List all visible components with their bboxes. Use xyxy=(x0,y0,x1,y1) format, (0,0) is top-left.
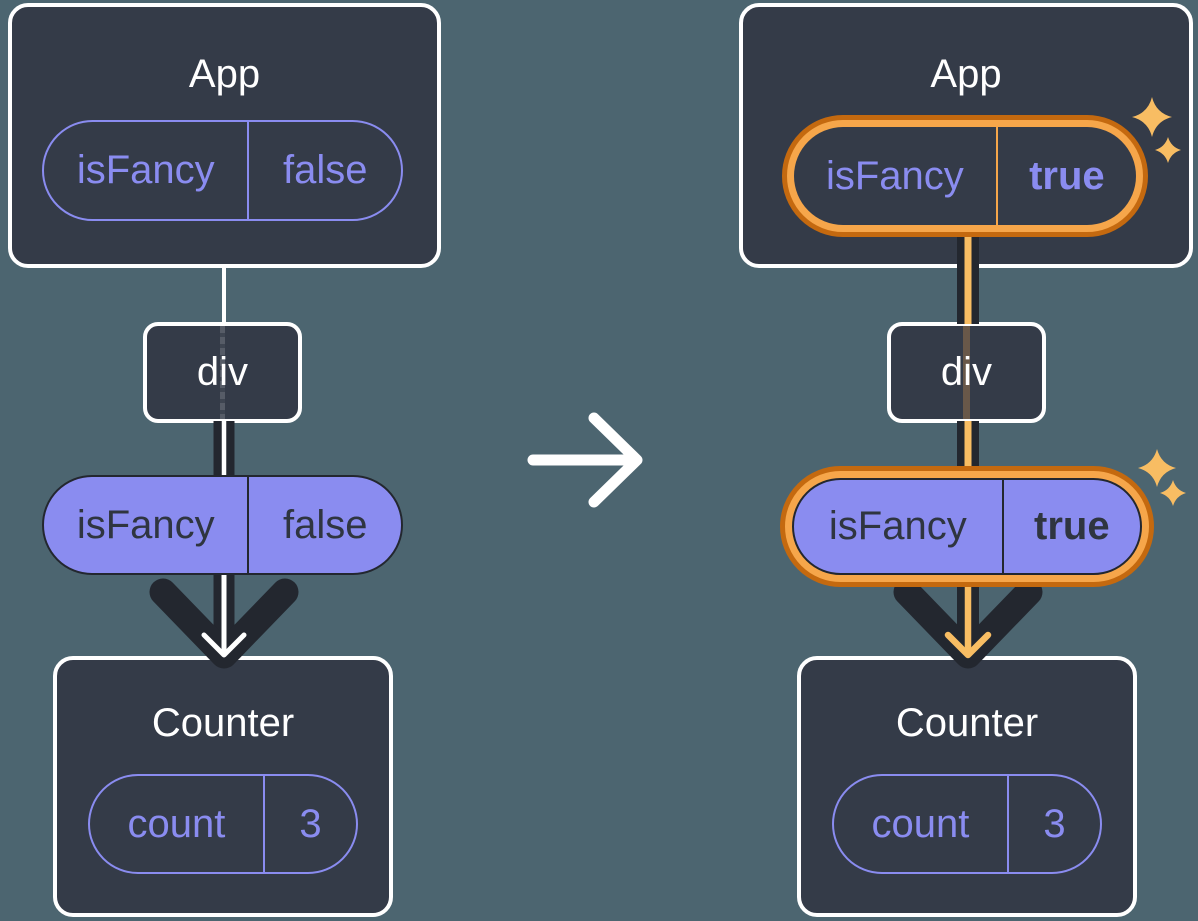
prop-value: false xyxy=(247,122,401,219)
div-label: div xyxy=(196,350,249,394)
prop-name: isFancy xyxy=(825,153,964,198)
transition-arrow-icon xyxy=(527,412,643,508)
prop-flow-stripe xyxy=(220,326,225,419)
counter-state-pill-before: count 3 xyxy=(88,774,358,874)
sparkle-icon xyxy=(1160,480,1186,506)
prop-name: isFancy xyxy=(76,502,215,547)
prop-value: false xyxy=(247,477,401,573)
state-name: count xyxy=(127,801,226,846)
state-value: 3 xyxy=(1006,776,1100,872)
app-prop-pill-before: isFancy false xyxy=(42,120,403,221)
state-value: 3 xyxy=(262,776,356,872)
div-node-box-after: div xyxy=(887,322,1046,423)
counter-title: Counter xyxy=(151,701,295,745)
counter-state-pill-after: count 3 xyxy=(832,774,1102,874)
app-title: App xyxy=(188,52,261,96)
props-arrow-before xyxy=(149,572,299,669)
prop-flow-stripe xyxy=(963,326,970,419)
div-label: div xyxy=(940,350,993,394)
app-prop-pill-after-highlighted: isFancy true xyxy=(782,115,1148,237)
counter-title: Counter xyxy=(895,701,1039,745)
passed-prop-pill-after-highlighted: isFancy true xyxy=(780,466,1154,587)
prop-value: true xyxy=(995,127,1136,225)
prop-name: isFancy xyxy=(76,148,215,192)
passed-prop-pill-before: isFancy false xyxy=(42,475,403,575)
state-name: count xyxy=(871,801,970,846)
prop-value: true xyxy=(1001,480,1140,573)
prop-name: isFancy xyxy=(828,504,967,548)
sparkle-icon xyxy=(1138,449,1176,487)
app-title: App xyxy=(930,52,1002,96)
div-node-box-before: div xyxy=(143,322,302,423)
